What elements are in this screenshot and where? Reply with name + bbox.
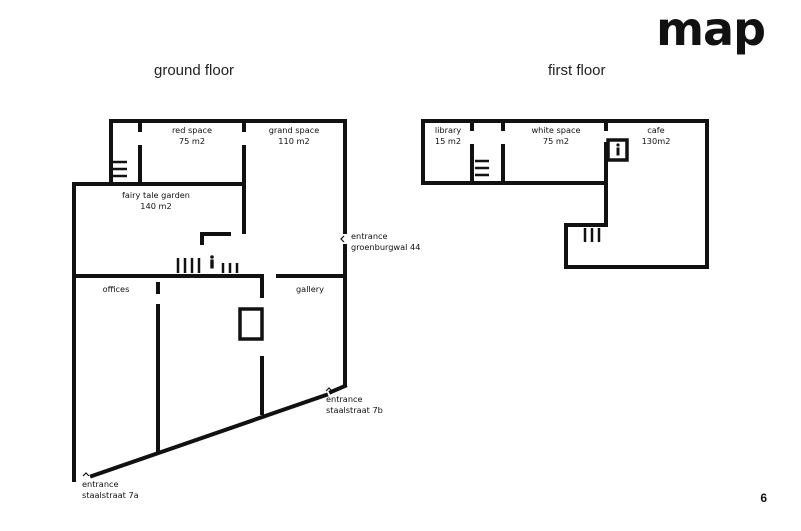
stairs-icon (221, 263, 239, 273)
room-grand-space-area: 110 m2 (278, 136, 309, 146)
room-cafe-name: cafe (647, 125, 664, 135)
entrance-arrow-icon (340, 235, 345, 243)
entrance-staalstraat-7a-line2: staalstraat 7a (82, 490, 139, 500)
entrance-arrow-icon (325, 387, 333, 392)
stairs-icon (113, 160, 127, 178)
ground-floor-bottom-wall (89, 383, 348, 479)
brand-logo: map (656, 2, 766, 56)
wall-inner-corner (200, 232, 231, 245)
toilet-icon (616, 143, 620, 156)
entrance-staalstraat-7a-line1: entrance (82, 479, 119, 489)
stairs-icon (176, 258, 201, 273)
ground-floor-title: ground floor (154, 62, 235, 79)
room-red-space-name: red space (172, 125, 212, 135)
room-fairy-tale-garden-area: 140 m2 (140, 201, 171, 211)
room-fairy-tale-garden-name: fairy tale garden (122, 190, 190, 200)
entrance-groenburgwal-line1: entrance (351, 231, 388, 241)
pillar (238, 307, 264, 341)
entrance-groenburgwal-line2: groenburgwal 44 (351, 242, 420, 252)
stairs-icon (583, 228, 601, 242)
toilet-icon (210, 255, 214, 269)
room-white-space-name: white space (531, 125, 580, 135)
room-grand-space-name: grand space (269, 125, 320, 135)
ground-floor-outer-wall (72, 119, 347, 482)
entrance-arrow-icon (82, 472, 90, 477)
page-number: 6 (760, 491, 767, 505)
room-offices-name: offices (103, 284, 130, 294)
first-floor-plan (421, 119, 709, 269)
entrance-staalstraat-7b-line1: entrance (326, 394, 363, 404)
room-library-area: 15 m2 (435, 136, 461, 146)
room-cafe-area: 130m2 (642, 136, 671, 146)
stairs-icon (475, 159, 489, 177)
ground-floor-plan (72, 119, 348, 482)
first-floor-outer-wall (421, 119, 709, 269)
room-gallery-name: gallery (296, 284, 324, 294)
entrance-staalstraat-7b-line2: staalstraat 7b (326, 405, 383, 415)
room-white-space-area: 75 m2 (543, 136, 569, 146)
first-floor-title: first floor (548, 62, 606, 79)
room-red-space-area: 75 m2 (179, 136, 205, 146)
cafe-toilet-booth (606, 138, 629, 162)
room-library-name: library (435, 125, 461, 135)
